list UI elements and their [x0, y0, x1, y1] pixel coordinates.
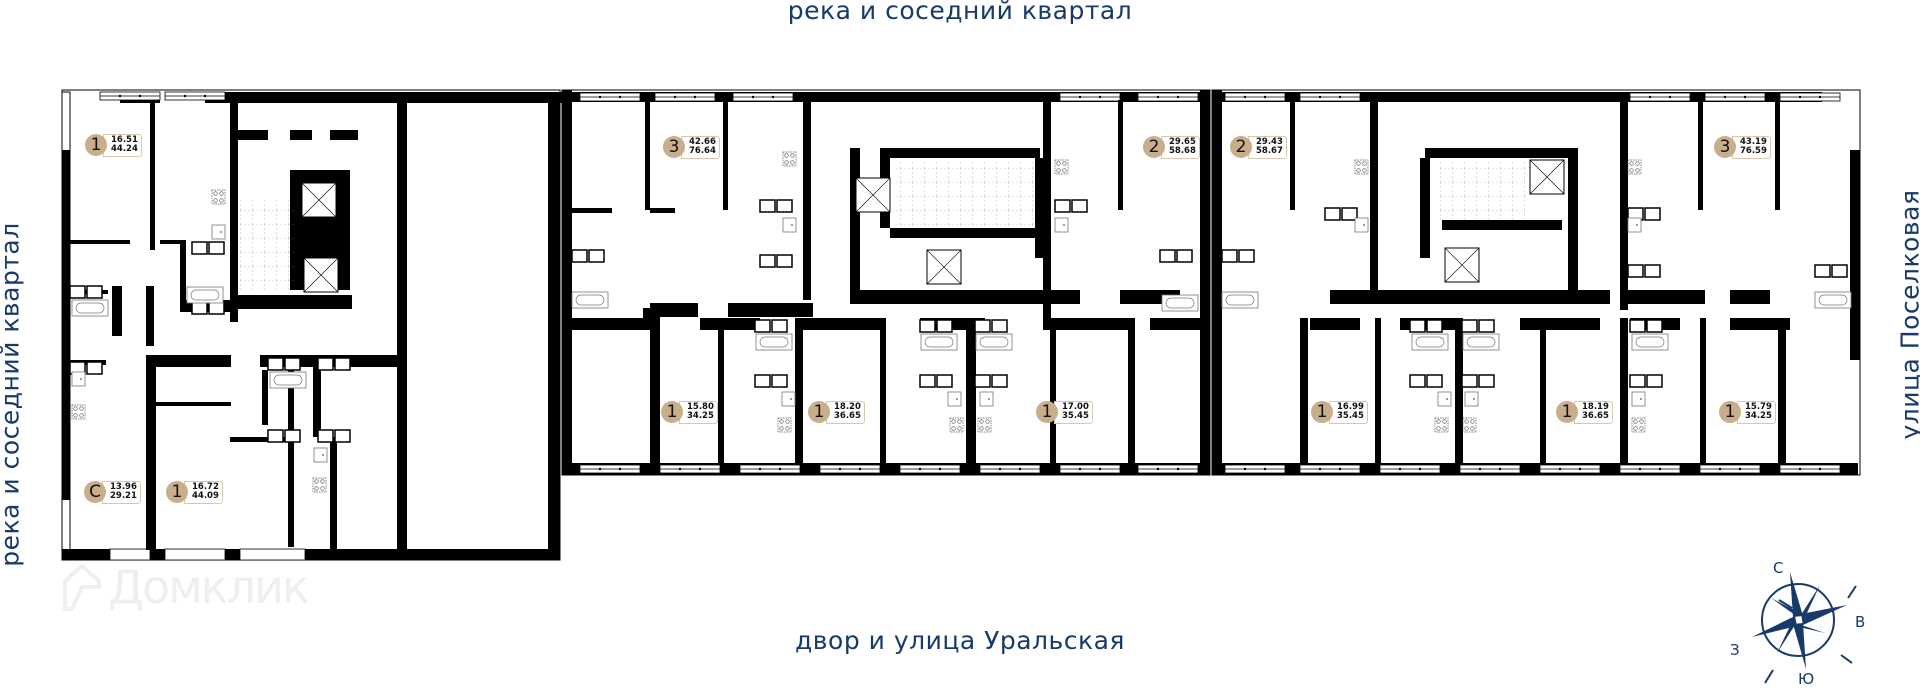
living-area: 29.65 — [1169, 137, 1196, 147]
living-area: 18.20 — [834, 402, 861, 412]
section-middle — [562, 90, 1210, 475]
compass-north-label: С — [1773, 559, 1783, 577]
room-count: 3 — [663, 136, 685, 158]
house-logo-icon — [62, 563, 102, 611]
room-count: 1 — [661, 401, 683, 423]
section-left — [62, 90, 600, 560]
total-area: 34.25 — [687, 411, 714, 421]
total-area: 35.45 — [1062, 411, 1089, 421]
total-area: 29.21 — [110, 491, 137, 501]
total-area: 36.65 — [834, 411, 861, 421]
room-count: С — [84, 481, 106, 503]
living-area: 16.99 — [1337, 402, 1364, 412]
total-area: 35.45 — [1337, 411, 1364, 421]
total-area: 58.67 — [1256, 146, 1283, 156]
total-area: 58.68 — [1169, 146, 1196, 156]
room-count: 1 — [1311, 401, 1333, 423]
total-area: 44.09 — [192, 491, 219, 501]
living-area: 43.19 — [1740, 137, 1767, 147]
compass-east-label: В — [1855, 613, 1865, 631]
watermark: Домклик — [62, 560, 308, 614]
total-area: 44.24 — [111, 144, 138, 154]
living-area: 15.79 — [1745, 402, 1772, 412]
room-count: 1 — [1719, 401, 1741, 423]
room-count: 1 — [808, 401, 830, 423]
total-area: 76.59 — [1740, 146, 1767, 156]
compass-west-label: З — [1730, 641, 1740, 659]
room-count: 1 — [1556, 401, 1578, 423]
room-count: 3 — [1714, 136, 1736, 158]
compass: С В Ю З — [1735, 555, 1885, 684]
room-count: 1 — [85, 134, 107, 156]
room-count: 2 — [1230, 136, 1252, 158]
living-area: 42.66 — [689, 137, 716, 147]
room-count: 2 — [1143, 136, 1165, 158]
living-area: 17.00 — [1062, 402, 1089, 412]
total-area: 36.65 — [1582, 411, 1609, 421]
living-area: 16.51 — [111, 135, 138, 145]
living-area: 29.43 — [1256, 137, 1283, 147]
living-area: 15.80 — [687, 402, 714, 412]
room-count: 1 — [1036, 401, 1058, 423]
living-area: 13.96 — [110, 482, 137, 492]
total-area: 76.64 — [689, 146, 716, 156]
room-count: 1 — [166, 481, 188, 503]
watermark-text: Домклик — [108, 560, 308, 614]
living-area: 16.72 — [192, 482, 219, 492]
compass-south-label: Ю — [1798, 670, 1814, 688]
total-area: 34.25 — [1745, 411, 1772, 421]
living-area: 18.19 — [1582, 402, 1609, 412]
